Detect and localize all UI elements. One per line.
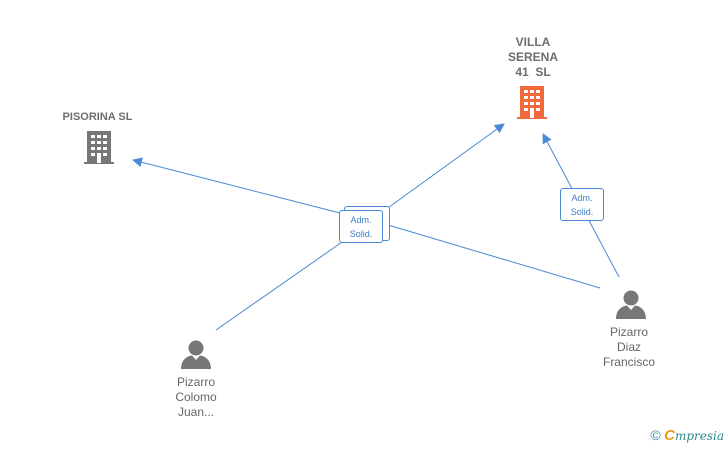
copyright-symbol: ©	[650, 427, 661, 443]
role-badge-center[interactable]: Adm. Solid.	[339, 210, 383, 243]
badge-line: Solid.	[570, 207, 594, 217]
badge-line: Solid.	[349, 229, 373, 239]
edge-badge-to-villa-serena	[384, 123, 505, 211]
brand-logo-text: mpresia	[674, 429, 724, 443]
label-line: Diaz	[616, 340, 641, 354]
edge-diaz-to-badge	[387, 224, 601, 289]
badge-line: Adm.	[571, 193, 593, 203]
edge-colomo-to-badge	[215, 239, 346, 331]
footer-brand[interactable]: © Cmpresia	[650, 427, 724, 444]
label-line: Colomo	[175, 390, 217, 404]
brand-logo-initial: C	[664, 427, 675, 444]
building-icon[interactable]	[84, 131, 114, 164]
company-label-pisorina[interactable]: PISORINA SL	[40, 110, 155, 125]
edge-badge-to-pisorina	[132, 157, 341, 214]
label-line: Pizarro	[176, 375, 215, 389]
role-badge-right[interactable]: Adm. Solid.	[560, 188, 604, 221]
label-line: Juan...	[177, 405, 215, 419]
label-line: 41 SL	[515, 65, 551, 79]
building-icon[interactable]	[517, 86, 547, 119]
person-label-pizarro-colomo[interactable]: Pizarro Colomo Juan...	[151, 375, 241, 420]
person-icon[interactable]	[616, 290, 646, 320]
label-line: PISORINA SL	[62, 111, 133, 123]
person-label-pizarro-diaz[interactable]: Pizarro Diaz Francisco	[584, 325, 674, 370]
label-line: Francisco	[602, 355, 655, 369]
label-line: Pizarro	[609, 325, 648, 339]
label-line: VILLA	[515, 35, 551, 49]
badge-line: Adm.	[350, 215, 372, 225]
person-icon[interactable]	[181, 340, 211, 370]
company-label-villa-serena[interactable]: VILLA SERENA 41 SL	[488, 35, 578, 80]
label-line: SERENA	[507, 50, 558, 64]
